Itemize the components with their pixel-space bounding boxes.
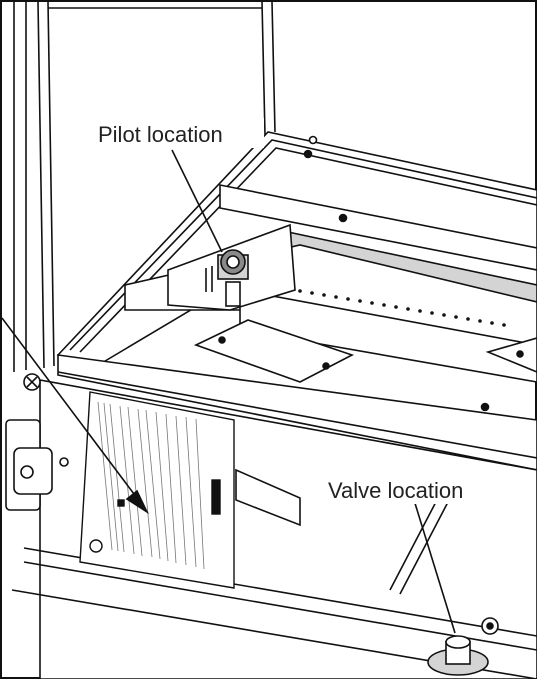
label-leader-line	[1, 317, 135, 495]
callout-leaders	[1, 149, 456, 634]
label-leader-arrowhead	[125, 489, 149, 515]
pilot-leader-line	[171, 149, 223, 253]
pilot-assembly	[167, 223, 296, 311]
valve-label-bg	[324, 474, 492, 504]
valve-leader-line	[413, 499, 456, 634]
valve-location-label: Valve location	[328, 478, 463, 503]
burner-ports	[298, 289, 506, 327]
access-plates	[193, 319, 537, 383]
door-frame	[13, 1, 276, 372]
hinge-bracket	[5, 373, 69, 511]
valve-assembly	[235, 468, 499, 676]
pilot-label-bg	[94, 118, 264, 148]
rating-label-plate	[79, 391, 235, 589]
pilot-location-label: Pilot location	[98, 122, 223, 147]
